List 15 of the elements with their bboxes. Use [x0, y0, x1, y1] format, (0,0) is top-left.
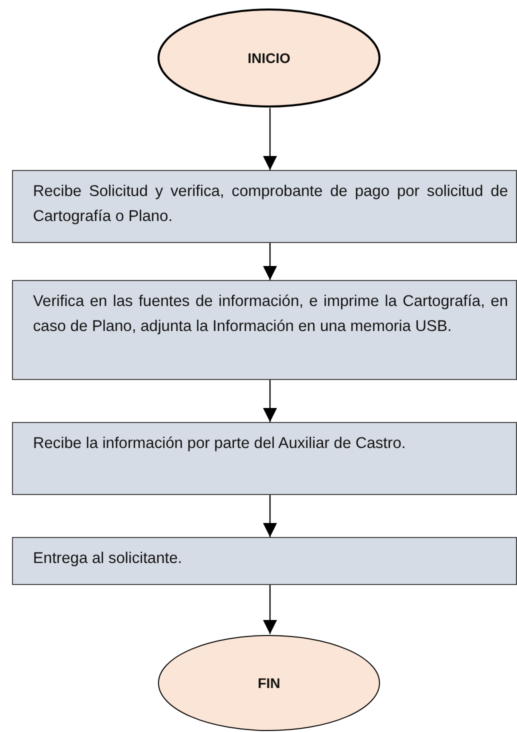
- arrow: [263, 495, 277, 537]
- step-text: Recibe Solicitud y verifica, comprobante de pago por solicitud de Cartografía o Plano.: [33, 182, 508, 227]
- arrow: [263, 585, 277, 634]
- process-box: [12, 170, 517, 243]
- arrow: [263, 243, 277, 280]
- process-box: [12, 537, 517, 585]
- step-text: Verifica en las fuentes de información, e imprime la Cartografía, en caso de Plano, adjunta la Información en una memoria USB.: [33, 292, 508, 337]
- step-text: Recibe la información por parte del Auxiliar de Castro.: [33, 434, 407, 454]
- terminal-label: INICIO: [246, 50, 292, 66]
- process-box: [12, 422, 517, 495]
- terminal-label: FIN: [256, 675, 282, 691]
- step-text: Entrega al solicitante.: [33, 549, 184, 569]
- arrow: [263, 380, 277, 422]
- process-box: [12, 280, 517, 380]
- arrow: [263, 108, 277, 170]
